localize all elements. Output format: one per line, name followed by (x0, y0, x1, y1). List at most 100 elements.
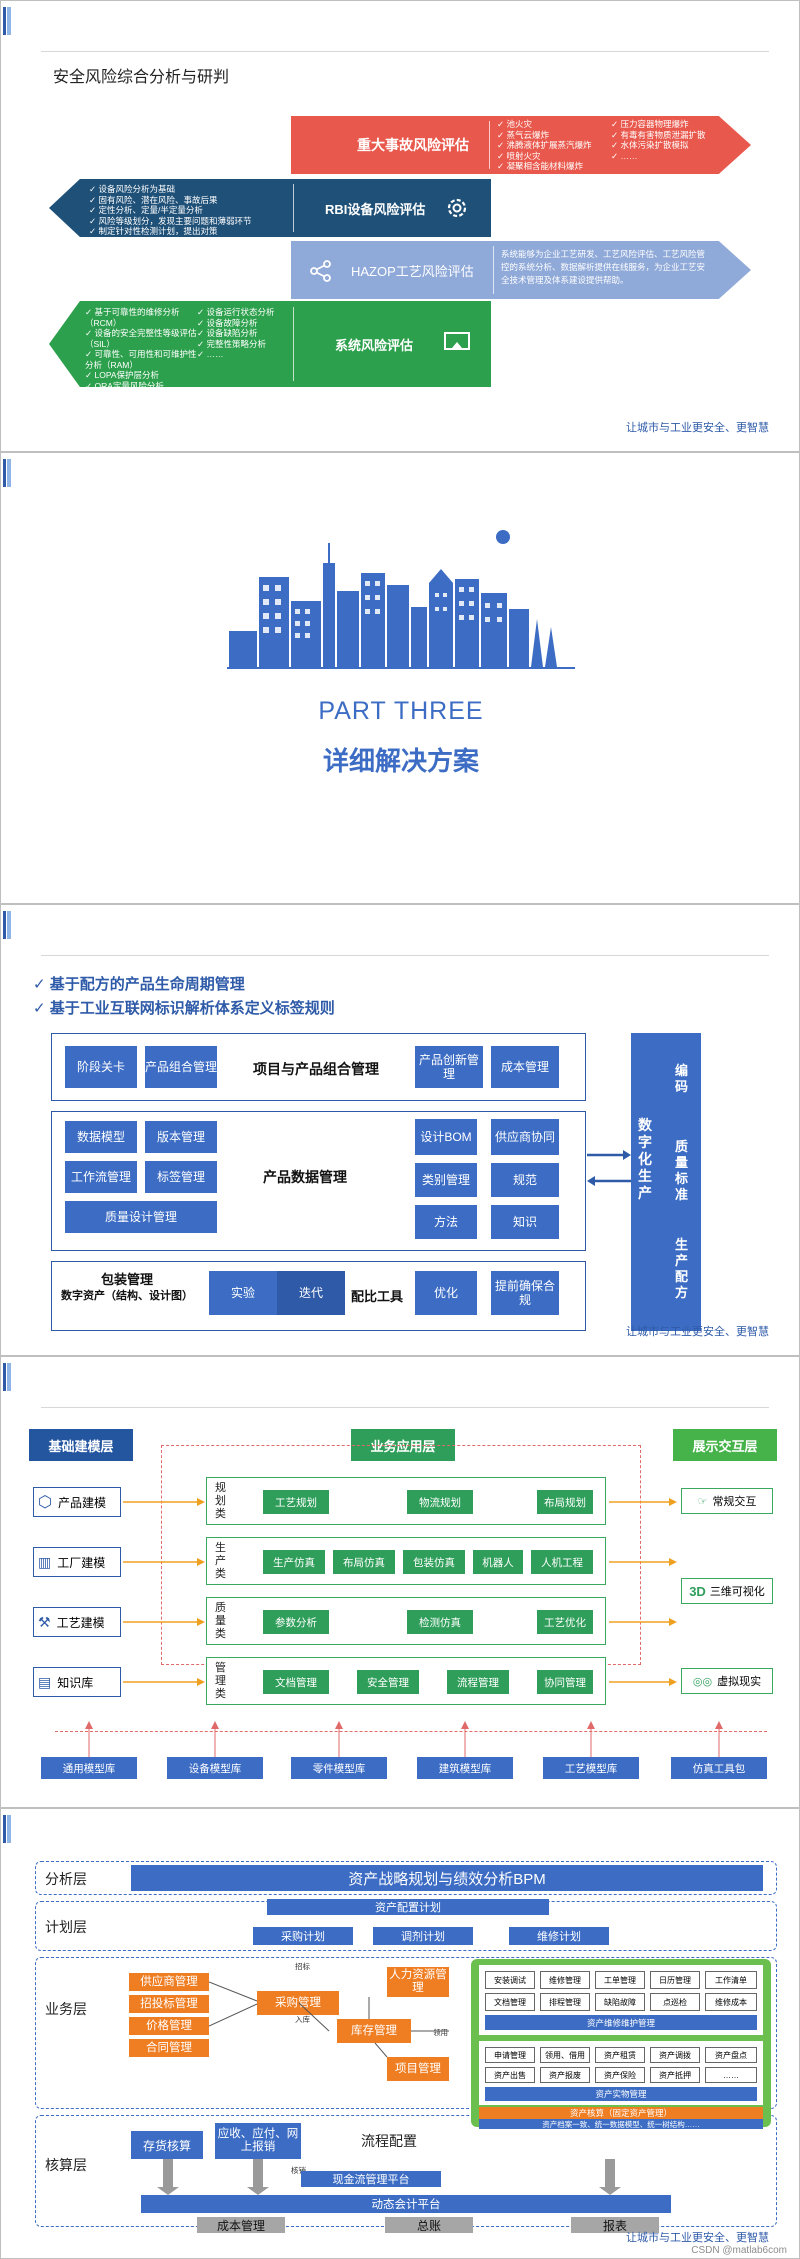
cube-icon: ⬡ (38, 1494, 52, 1511)
lane-item: 协同管理 (537, 1670, 593, 1694)
production-category: 生产类 (215, 1542, 226, 1580)
maint-item: 工作清单 (705, 1971, 757, 1989)
maint-item: 维修管理 (540, 1971, 590, 1989)
lane-item: 检测仿真 (407, 1610, 473, 1634)
maint-item: 日历管理 (650, 1971, 700, 1989)
asset-item: …… (705, 2067, 757, 2083)
slide-product-lifecycle: ✓ 基于配方的产品生命周期管理 ✓ 基于工业互联网标识解析体系定义标签规则 阶段… (0, 904, 800, 1356)
bidding-note: 招标 (295, 1962, 310, 1971)
asset-config-plan-bar: 资产配置计划 (267, 1899, 549, 1915)
management-lane: 管理类 文档管理 安全管理 流程管理 协同管理 (206, 1657, 606, 1705)
asset-item: 申请管理 (485, 2047, 535, 2063)
inbound-note: 入库 (295, 2015, 310, 2024)
tools-icon: ⚒ (38, 1613, 51, 1630)
quality-std-label: 质量标准 (675, 1139, 689, 1202)
library-item: 建筑模型库 (417, 1757, 513, 1779)
slide-title: 安全风险综合分析与研判 (53, 69, 230, 86)
system-items-a: ✓ 基于可靠性的维修分析（RCM） ✓ 设备的安全完整性等级评估（SIL） ✓ … (85, 307, 197, 391)
design-bom-box: 设计BOM (415, 1119, 477, 1155)
analysis-layer-frame (35, 1861, 777, 1895)
quality-lane: 质量类 参数分析 检测仿真 工艺优化 (206, 1597, 606, 1645)
slide-asset-architecture: 分析层 计划层 业务层 核算层 资产战略规划与绩效分析BPM 资产配置计划 采购… (0, 1808, 800, 2259)
maint-item: 点巡检 (650, 1993, 700, 2011)
writeoff-note: 核销 (291, 2166, 306, 2175)
asset-item: 资产报废 (540, 2067, 590, 2083)
virtual-reality-item: ◎◎虚拟现实 (681, 1668, 773, 1694)
product-modeling-item: ⬡产品建模 (33, 1487, 121, 1517)
right-connector-arrows (609, 1498, 677, 1686)
planning-layer-label: 计划层 (45, 1919, 87, 1935)
system-risk-label: 系统风险评估 (335, 338, 414, 353)
maintenance-plan-bar: 维修计划 (509, 1927, 609, 1945)
gear-icon (447, 198, 467, 218)
slide-corner-accent (1, 1809, 13, 1849)
maint-item: 缺陷故障 (595, 1993, 645, 2011)
library-item: 通用模型库 (41, 1757, 137, 1779)
slide-corner-accent (1, 1, 13, 41)
asset-item: 资产盘点 (705, 2047, 757, 2063)
business-connectors (209, 1981, 449, 2058)
part-subtitle: 详细解决方案 (322, 746, 479, 776)
asset-item: 资产调拨 (650, 2047, 700, 2063)
lane-item: 文档管理 (263, 1670, 329, 1694)
check-icon: ✓ (33, 1000, 46, 1017)
spec-box: 规范 (491, 1163, 559, 1197)
3d-icon: 3D (689, 1583, 706, 1599)
asset-consistency-bar: 资产档案一致、统一数据模型、统一树结构…… (479, 2119, 763, 2129)
document-icon: ▤ (38, 1673, 52, 1690)
check-icon: ✓ (33, 976, 46, 993)
major-accident-items-b: ✓ 压力容器物理爆炸 ✓ 有毒有害物质泄漏扩散 ✓ 水体污染扩散模拟 ✓ …… (611, 119, 706, 161)
planning-category: 规划类 (215, 1482, 226, 1520)
maint-item: 排程管理 (540, 1993, 590, 2011)
label-mgmt-box: 标签管理 (145, 1161, 217, 1193)
process-modeling-item: ⚒工艺建模 (33, 1607, 121, 1637)
warehouse-mgmt-box: 库存管理 (337, 2019, 411, 2043)
portfolio-mgmt-box: 产品组合管理 (145, 1046, 217, 1088)
method-box: 方法 (415, 1205, 477, 1239)
slide-risk-analysis: 安全风险综合分析与研判 重大事故风险评估 ✓ 池火灾 ✓ 蒸气云爆炸 ✓ 沸腾液… (0, 0, 800, 452)
header-divider (41, 51, 769, 52)
price-mgmt-box: 价格管理 (129, 2017, 209, 2035)
slide-corner-accent (1, 453, 13, 493)
ap-ar-box: 应收、应付、网上报销 (215, 2123, 301, 2159)
maint-item: 工单管理 (595, 1971, 645, 1989)
maint-item: 安装调试 (485, 1971, 535, 1989)
pdm-title: 产品数据管理 (263, 1169, 347, 1185)
cost-mgmt-box: 成本管理 (491, 1046, 559, 1088)
accounting-down-arrows (157, 2159, 621, 2195)
management-category: 管理类 (215, 1662, 226, 1700)
lane-item: 机器人 (473, 1550, 523, 1574)
digital-asset-label: 数字资产（结构、设计图） (61, 1290, 193, 1302)
knowledge-box: 知识 (491, 1205, 559, 1239)
csdn-watermark: CSDN @matlab6com (691, 2245, 787, 2256)
general-ledger-box: 总账 (385, 2217, 473, 2233)
purchase-mgmt-box: 采购管理 (257, 1991, 339, 2015)
library-up-arrows (85, 1721, 723, 1757)
base-layer-header: 基础建模层 (29, 1429, 133, 1461)
lane-item: 生产仿真 (263, 1550, 325, 1574)
lane-item: 安全管理 (357, 1670, 419, 1694)
hr-mgmt-box: 人力资源管理 (387, 1967, 449, 1997)
stage-gate-box: 阶段关卡 (65, 1046, 137, 1088)
digital-production-panel (631, 1033, 701, 1331)
packaging-title: 包装管理 (101, 1272, 154, 1287)
maint-item: 维修成本 (705, 1993, 757, 2011)
compliance-box: 提前确保合规 (491, 1271, 559, 1315)
iterate-box: 迭代 (277, 1271, 345, 1315)
vr-goggles-icon: ◎◎ (692, 1675, 713, 1688)
library-item: 设备模型库 (167, 1757, 263, 1779)
library-item: 仿真工具包 (671, 1757, 767, 1779)
bpm-bar: 资产战略规划与绩效分析BPM (131, 1865, 763, 1891)
maintenance-title-bar: 资产维修维护管理 (485, 2015, 757, 2030)
asset-item: 资产抵押 (650, 2067, 700, 2083)
library-item: 零件模型库 (291, 1757, 387, 1779)
slogan: 让城市与工业更安全、更智慧 (626, 1326, 769, 1338)
portfolio-title: 项目与产品组合管理 (253, 1061, 379, 1077)
experiment-box: 实验 (209, 1271, 277, 1315)
quality-category: 质量类 (215, 1602, 226, 1640)
cash-flow-platform-bar: 现金流管理平台 (301, 2171, 441, 2187)
lane-item: 工艺规划 (263, 1490, 329, 1514)
factory-icon: ▥ (38, 1553, 52, 1570)
bidding-mgmt-box: 招投标管理 (129, 1995, 209, 2013)
part-label: PART THREE (318, 697, 484, 725)
